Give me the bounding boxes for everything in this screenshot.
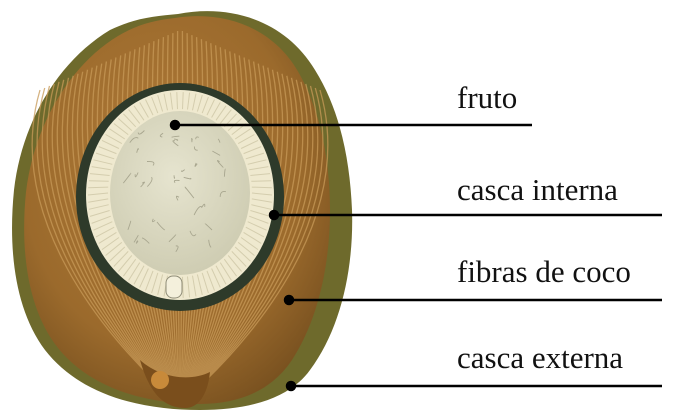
label-fruit: fruto (457, 82, 517, 113)
pulp-tick (252, 187, 272, 188)
germ-pore (151, 371, 169, 389)
kernel-vein (174, 175, 175, 178)
pulp-tick (183, 92, 184, 109)
pulp-tick (89, 181, 109, 182)
pulp-tick (183, 277, 184, 298)
kernel-pore (166, 276, 182, 298)
label-fibers: fibras de coco (457, 256, 631, 287)
pulp-tick (177, 92, 178, 109)
pulp-tick (251, 181, 271, 182)
kernel-vein (192, 138, 193, 142)
label-inner-shell: casca interna (457, 174, 618, 205)
pulp-tick (88, 187, 108, 188)
label-outer-shell: casca externa (457, 342, 623, 373)
kernel (110, 111, 250, 275)
